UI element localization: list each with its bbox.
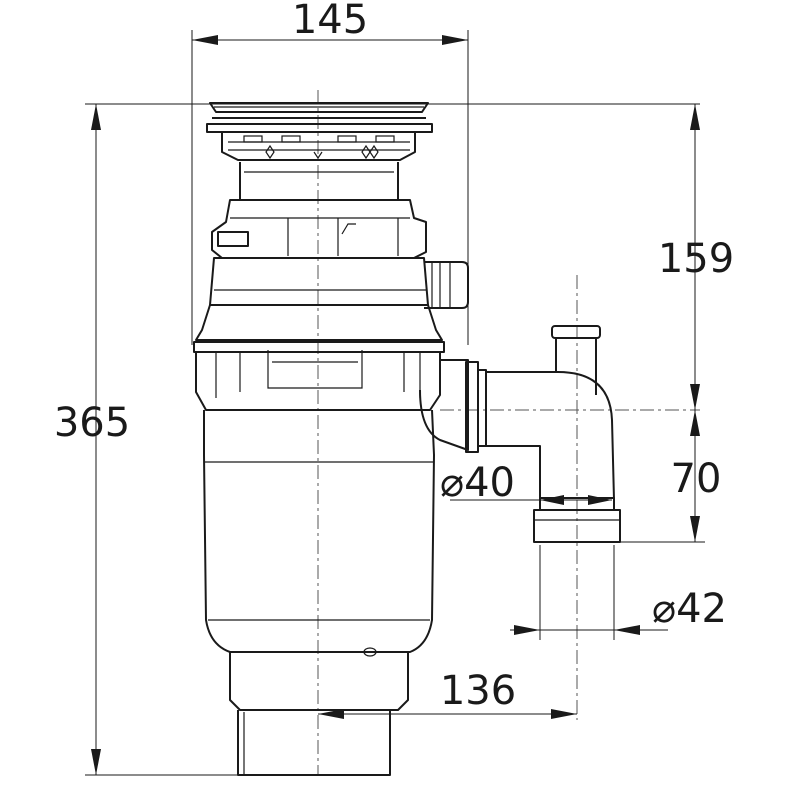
dishwasher-inlet bbox=[424, 261, 469, 309]
center-lines bbox=[317, 90, 700, 775]
dim-label-diameter-inlet: ⌀40 bbox=[440, 460, 515, 506]
upper-chamber bbox=[209, 257, 429, 306]
mounting-collar bbox=[211, 199, 427, 259]
dim-label-width-top: 145 bbox=[292, 0, 368, 43]
dim-label-height-outlet: 159 bbox=[658, 236, 734, 282]
motor-body bbox=[203, 409, 435, 711]
dimension-height-outlet bbox=[690, 104, 700, 410]
dim-label-height-total: 365 bbox=[54, 400, 130, 446]
dimension-diameter-inlet bbox=[450, 495, 612, 505]
dimension-diameter-outlet bbox=[510, 545, 668, 640]
dimension-height-total bbox=[85, 103, 700, 776]
bottom-outlet bbox=[237, 710, 391, 776]
diameter-value-outlet: 42 bbox=[676, 586, 727, 632]
dim-label-offset-outlet: 136 bbox=[440, 668, 516, 714]
disposer-body bbox=[193, 102, 469, 776]
neck bbox=[239, 162, 399, 201]
drain-elbow bbox=[419, 325, 621, 543]
diameter-value-inlet: 40 bbox=[464, 460, 515, 506]
sink-flange bbox=[206, 102, 433, 161]
dim-label-diameter-outlet: ⌀42 bbox=[652, 586, 727, 632]
housing-shoulder bbox=[193, 304, 445, 411]
dimension-offset-outlet bbox=[318, 709, 577, 719]
diameter-symbol-outlet: ⌀ bbox=[652, 586, 676, 632]
dimension-width-top bbox=[191, 30, 469, 345]
dimension-height-trap bbox=[620, 410, 705, 543]
dim-label-height-trap: 70 bbox=[671, 456, 722, 502]
diameter-symbol-inlet: ⌀ bbox=[440, 460, 464, 506]
